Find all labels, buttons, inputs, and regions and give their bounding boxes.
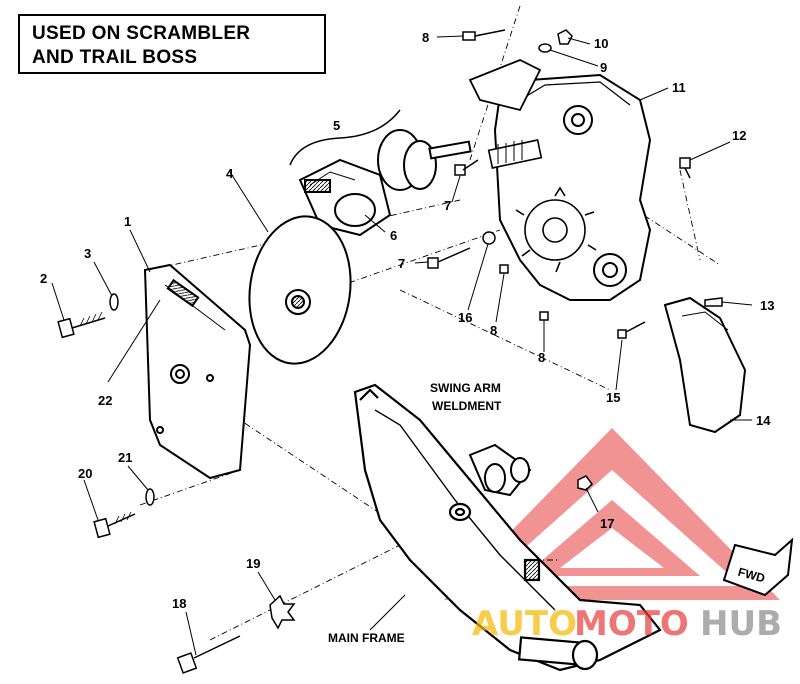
sprocket xyxy=(515,186,597,273)
swing-arm-bushing xyxy=(468,443,532,497)
callout-19: 19 xyxy=(246,556,260,571)
callout-12: 12 xyxy=(732,128,746,143)
callout-10: 10 xyxy=(594,36,608,51)
applicability-note-box: USED ON SCRAMBLER AND TRAIL BOSS xyxy=(18,14,326,74)
label-weldment: WELDMENT xyxy=(432,399,502,413)
chaincase-housing xyxy=(468,59,652,301)
callout-14: 14 xyxy=(756,413,771,428)
callout-18: 18 xyxy=(172,596,186,611)
callout-20: 20 xyxy=(78,466,92,481)
main-frame xyxy=(353,383,662,672)
callout-5: 5 xyxy=(333,118,340,133)
watermark-auto: AUTO xyxy=(472,604,577,644)
callout-13: 13 xyxy=(760,298,774,313)
callout-8-low: 8 xyxy=(538,350,545,365)
callout-7-lower: 7 xyxy=(398,256,405,271)
callout-8-mid: 8 xyxy=(490,323,497,338)
watermark-text: AUTO MOTO HUB xyxy=(472,604,782,644)
callout-21: 21 xyxy=(118,450,132,465)
callout-1: 1 xyxy=(124,214,131,229)
callout-2: 2 xyxy=(40,271,47,286)
label-swing-arm: SWING ARM xyxy=(430,381,501,395)
cover-plate xyxy=(143,263,252,480)
callout-15: 15 xyxy=(606,390,620,405)
label-main-frame: MAIN FRAME xyxy=(328,631,405,645)
callout-8-top: 8 xyxy=(422,30,429,45)
applicability-line-2: AND TRAIL BOSS xyxy=(32,47,198,68)
drive-clutch-assembly xyxy=(298,129,472,237)
callout-6: 6 xyxy=(390,228,397,243)
callout-7-upper: 7 xyxy=(444,198,451,213)
watermark-hub: HUB xyxy=(700,604,782,644)
callout-numbers: 1 2 3 4 5 6 7 7 8 8 8 8 9 10 11 12 13 14… xyxy=(40,30,774,611)
drive-shaft xyxy=(487,139,543,169)
leader-lines xyxy=(51,35,753,656)
driven-pulley xyxy=(248,215,352,365)
callout-3: 3 xyxy=(84,246,91,261)
fwd-label: FWD xyxy=(737,565,767,586)
applicability-line-1: USED ON SCRAMBLER xyxy=(32,23,251,44)
callout-16: 16 xyxy=(458,310,472,325)
callout-17: 17 xyxy=(600,516,614,531)
fwd-arrow: FWD xyxy=(722,537,794,597)
fasteners xyxy=(57,29,723,674)
watermark-moto: MOTO xyxy=(574,604,689,644)
callout-4: 4 xyxy=(226,166,234,181)
callout-22: 22 xyxy=(98,393,112,408)
callout-9: 9 xyxy=(600,60,607,75)
callout-5-brace xyxy=(289,109,401,166)
callout-11: 11 xyxy=(672,80,686,95)
chain-guard-cover xyxy=(663,296,747,434)
